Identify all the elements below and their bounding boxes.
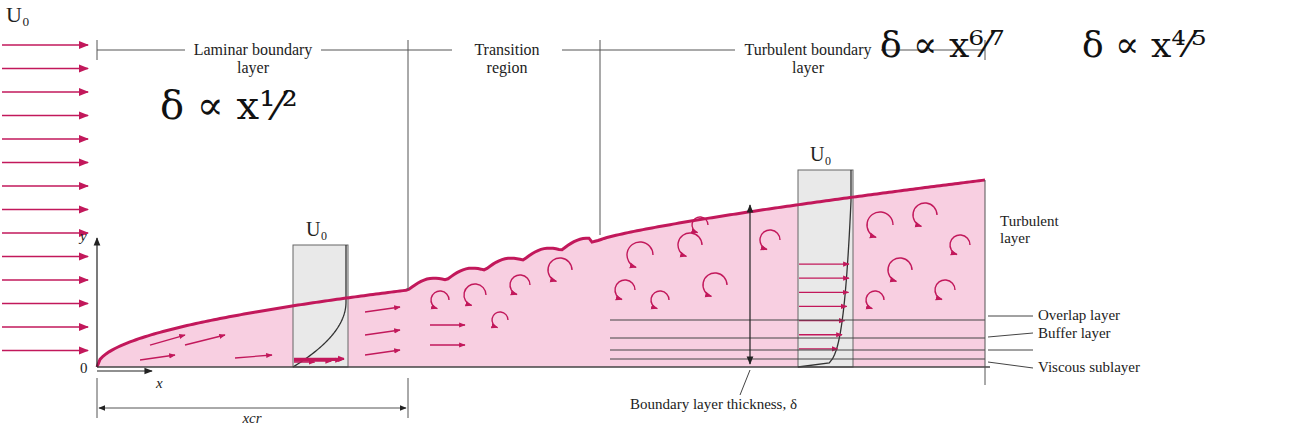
flow-arrow (140, 355, 175, 360)
flow-arrow (365, 330, 400, 335)
annotation-label: Viscous sublayer (1038, 359, 1198, 376)
annotation-label: Overlap layer (1038, 307, 1178, 324)
thickness-arrow (749, 205, 750, 364)
annotation-label: Buffer layer (1038, 325, 1178, 342)
eddy-arrow (615, 280, 635, 300)
flow-arrow (2, 44, 88, 46)
annotation-label: U₀ (6, 2, 46, 27)
profile-curve (798, 201, 851, 367)
flow-arrow (2, 68, 88, 70)
eddy-arrow (867, 212, 893, 237)
boundary-layer-edge (97, 180, 985, 367)
eddy-arrow (888, 258, 912, 281)
y-axis (96, 238, 97, 367)
annotation-label: Turbulent boundary layer (735, 41, 881, 78)
flow-arrow (2, 232, 88, 234)
x-axis (97, 370, 152, 371)
eddy-arrow (651, 291, 669, 309)
flow-arrow (365, 307, 400, 312)
velocity-arrow (294, 359, 344, 360)
flow-arrow (185, 335, 225, 345)
leader-line (740, 370, 750, 395)
flow-arrow (365, 350, 400, 355)
flow-arrow (2, 256, 88, 258)
annotation-label: Transition region (452, 41, 562, 78)
layer-leader-lines (988, 316, 1033, 368)
profile-curve (345, 245, 346, 302)
flow-arrow (2, 138, 88, 140)
velocity-arrow (799, 348, 838, 349)
annotation-label: xcr (232, 410, 272, 427)
eddy-arrow (703, 273, 727, 296)
eddy-arrow (492, 312, 508, 328)
flow-arrow (430, 344, 465, 345)
flow-arrow (2, 162, 88, 164)
flow-arrow (430, 324, 465, 325)
flow-arrow (2, 303, 88, 305)
velocity-arrow (799, 306, 847, 307)
flow-arrow (2, 185, 88, 187)
eddy-arrow (950, 235, 970, 255)
eddy-arrow (548, 258, 572, 281)
eddy-arrow (760, 230, 780, 250)
eddies (431, 203, 970, 328)
eddy-arrow (510, 275, 530, 295)
velocity-arrow (799, 334, 842, 335)
velocity-arrow (799, 278, 849, 279)
free-stream-arrows (2, 45, 88, 351)
annotation-label: 0 (80, 360, 94, 377)
profile-curve (293, 302, 346, 367)
annotation-label: U₀ (810, 143, 850, 166)
velocity-arrow (799, 263, 849, 264)
annotation-label: x (156, 375, 170, 392)
annotation-label: Turbulent layer (1000, 213, 1080, 248)
flat-plate (97, 366, 990, 368)
eddy-arrow (627, 242, 653, 267)
eddy-arrow (866, 291, 884, 309)
annotation-label: Laminar boundary layer (185, 41, 321, 78)
flow-arrow (2, 350, 88, 352)
flow-arrow (2, 91, 88, 93)
eddy-arrow (678, 233, 702, 256)
flow-arrow (150, 335, 185, 345)
annotation-label: Boundary layer thickness, δ (630, 396, 870, 413)
velocity-arrow (799, 292, 848, 293)
eddy-arrow (913, 203, 937, 226)
sublayer-lines (610, 320, 985, 359)
velocity-arrow (294, 358, 344, 359)
flow-arrow (2, 209, 88, 211)
flow-arrow (2, 279, 88, 281)
eddy-arrow (464, 284, 486, 305)
flow-arrow (235, 355, 272, 358)
growth-law: δ ∝ x⁶⁄⁷ (880, 24, 1070, 65)
eddy-arrow (935, 280, 955, 300)
growth-law: δ ∝ x¹⁄² (160, 82, 360, 128)
flow-arrow (2, 115, 88, 117)
eddy-arrow (431, 291, 449, 309)
region-brackets (97, 40, 985, 385)
annotation-label: y (80, 228, 94, 245)
annotation-label: U₀ (306, 218, 346, 241)
flow-arrow (2, 326, 88, 328)
growth-law: δ ∝ x⁴⁄⁵ (1082, 24, 1282, 65)
